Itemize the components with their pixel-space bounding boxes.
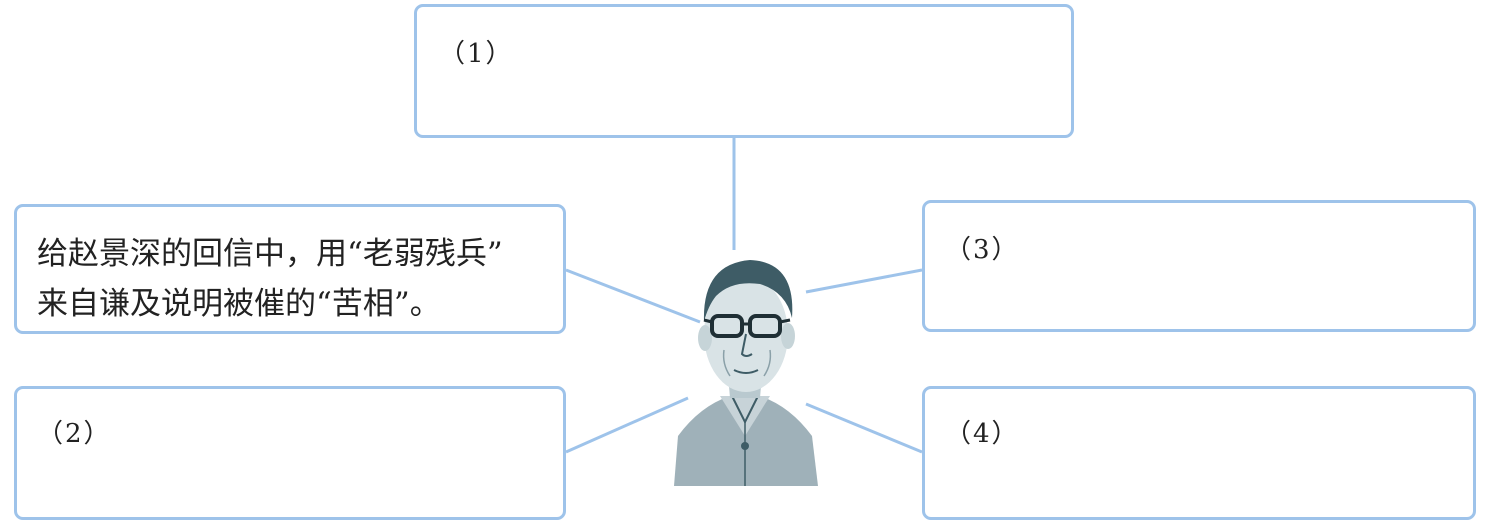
box-1-label: （1） bbox=[439, 39, 514, 69]
connector-to-box-2 bbox=[565, 396, 689, 454]
box-4-label: （4） bbox=[945, 419, 1020, 449]
example-text-line-2: 来自谦及说明被催的“苦相”。 bbox=[37, 286, 441, 322]
connector-to-box-3 bbox=[805, 268, 923, 294]
connector-to-box-4 bbox=[805, 402, 923, 454]
blank-box-4[interactable]: （4） bbox=[922, 386, 1476, 520]
box-3-label: （3） bbox=[945, 235, 1020, 265]
blank-box-2[interactable]: （2） bbox=[14, 386, 566, 520]
blank-box-1[interactable]: （1） bbox=[414, 4, 1074, 138]
example-text: 给赵景深的回信中，用“老弱残兵” 来自谦及说明被催的“苦相”。 bbox=[37, 229, 557, 329]
portrait-illustration bbox=[674, 260, 818, 486]
example-box: 给赵景深的回信中，用“老弱残兵” 来自谦及说明被催的“苦相”。 bbox=[14, 204, 566, 334]
box-2-label: （2） bbox=[37, 419, 112, 449]
blank-box-3[interactable]: （3） bbox=[922, 200, 1476, 332]
connector-to-example-box bbox=[565, 268, 701, 324]
example-text-line-1: 给赵景深的回信中，用“老弱残兵” bbox=[37, 236, 503, 272]
